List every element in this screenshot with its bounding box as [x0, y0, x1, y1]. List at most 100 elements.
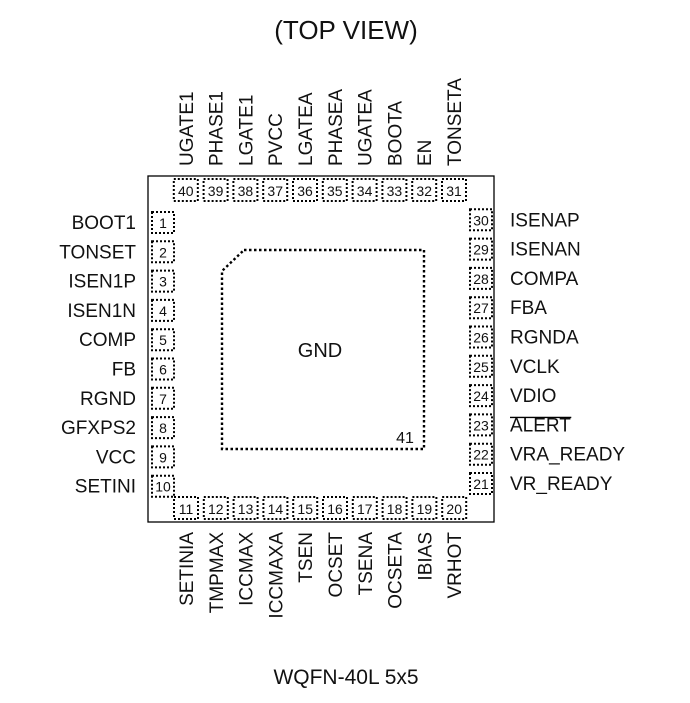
pin-pad-6 [151, 357, 175, 381]
pin-pad-5 [151, 328, 175, 352]
pin-number-2: 2 [159, 244, 167, 260]
pin-number-3: 3 [159, 274, 167, 290]
pin-number-7: 7 [159, 391, 167, 407]
pin-number-31: 31 [446, 183, 462, 199]
pin-name-38: LGATE1 [236, 95, 257, 166]
pin-name-35: PHASEA [326, 89, 347, 166]
pin-name-36: LGATEA [296, 92, 317, 166]
pin-name-27: FBA [510, 298, 547, 319]
pin-name-20: VRHOT [445, 532, 466, 599]
pin-number-32: 32 [416, 183, 432, 199]
pin-pad-34 [351, 178, 378, 202]
package-label: WQFN-40L 5x5 [273, 666, 418, 689]
pin-name-6: FB [112, 360, 136, 381]
pin-pad-39 [202, 178, 229, 202]
pin-pad-32 [411, 178, 438, 202]
pin-pad-13 [232, 496, 259, 520]
pin-name-31: TONSETA [445, 78, 466, 166]
pin-number-8: 8 [159, 420, 167, 436]
pin-pad-21 [469, 472, 493, 495]
pin-name-21: VR_READY [510, 474, 613, 495]
pin-number-19: 19 [417, 501, 433, 517]
pin-pad-12 [202, 496, 229, 520]
pin-number-22: 22 [473, 447, 489, 463]
pin-number-6: 6 [159, 362, 167, 378]
pin-number-40: 40 [178, 183, 194, 199]
pin-number-39: 39 [208, 183, 224, 199]
pin-name-33: BOOTA [385, 101, 406, 166]
pin-pad-17 [351, 496, 378, 520]
pin-pad-7 [151, 386, 175, 410]
pin-name-29: ISENAN [510, 240, 581, 261]
pin-group: 1BOOT12TONSET3ISEN1P4ISEN1N5COMP6FB7RGND… [59, 78, 625, 619]
pin-number-9: 9 [159, 449, 167, 465]
pin-number-34: 34 [357, 183, 373, 199]
pin-number-5: 5 [159, 332, 167, 348]
pin-name-13: ICCMAX [237, 532, 258, 606]
pin-pad-30 [469, 208, 493, 232]
exposed-pad-outline [220, 248, 426, 451]
pin-pad-37 [262, 178, 289, 202]
pin-name-26: RGNDA [510, 328, 579, 349]
pin-name-12: TMPMAX [207, 532, 228, 614]
pin-number-20: 20 [446, 501, 462, 517]
pin-number-18: 18 [387, 501, 403, 517]
pin-name-18: OCSETA [386, 532, 407, 609]
pin-number-11: 11 [179, 501, 194, 517]
pin-number-4: 4 [159, 303, 167, 319]
pin-pad-35 [321, 178, 348, 202]
pin-pad-20 [441, 496, 468, 520]
pin-number-24: 24 [473, 388, 489, 404]
pin-number-35: 35 [327, 183, 343, 199]
pin-pad-11 [173, 496, 199, 520]
pin-pad-24 [469, 384, 493, 408]
pin-number-21: 21 [473, 476, 489, 492]
pin-number-33: 33 [387, 183, 403, 199]
pin-pad-38 [232, 178, 259, 202]
pin-number-13: 13 [238, 501, 254, 517]
pin-name-14: ICCMAXA [266, 532, 287, 619]
pin-name-16: OCSET [326, 532, 347, 598]
pin-pad-3 [151, 269, 175, 293]
pin-name-23: ALERT [510, 415, 571, 436]
pin-number-29: 29 [473, 242, 489, 258]
pin-pad-4 [151, 298, 175, 322]
pin-number-38: 38 [238, 183, 254, 199]
pin-number-27: 27 [473, 300, 489, 316]
pin-pad-29 [469, 237, 493, 261]
pin-pad-16 [322, 496, 348, 520]
pin-name-39: PHASE1 [207, 91, 228, 166]
pin-number-15: 15 [297, 501, 313, 517]
pin-name-4: ISEN1N [67, 301, 136, 322]
pin-number-16: 16 [327, 501, 343, 517]
pin-name-30: ISENAP [510, 210, 580, 231]
pin-name-9: VCC [96, 447, 136, 468]
pin-pad-14 [262, 496, 289, 520]
pin-name-22: VRA_READY [510, 445, 625, 466]
pin-pad-15 [292, 496, 319, 520]
pin-name-37: PVCC [266, 113, 287, 166]
pin-number-25: 25 [473, 359, 489, 375]
pin-number-12: 12 [208, 501, 224, 517]
pin-name-28: COMPA [510, 269, 579, 290]
pin-name-10: SETINI [75, 477, 136, 498]
pin-name-24: VDIO [510, 386, 556, 407]
pin-number-30: 30 [473, 212, 489, 228]
pin-pad-28 [469, 266, 493, 290]
pin-name-15: TSEN [296, 532, 317, 583]
pin-pad-26 [469, 325, 493, 349]
pin-number-23: 23 [473, 417, 489, 433]
pin-pad-40 [172, 178, 199, 202]
pin-number-14: 14 [268, 501, 284, 517]
pin-pad-36 [292, 178, 318, 202]
package-body [147, 175, 495, 523]
pin-pad-1 [151, 211, 175, 234]
pin-name-1: BOOT1 [72, 213, 136, 234]
pin-pad-10 [151, 474, 175, 498]
pin-name-2: TONSET [59, 242, 136, 263]
pin-name-32: EN [415, 140, 436, 166]
pin-name-5: COMP [79, 330, 136, 351]
pin-pad-31 [441, 178, 467, 202]
pin-pad-8 [151, 416, 175, 440]
pin-pad-2 [151, 240, 175, 264]
